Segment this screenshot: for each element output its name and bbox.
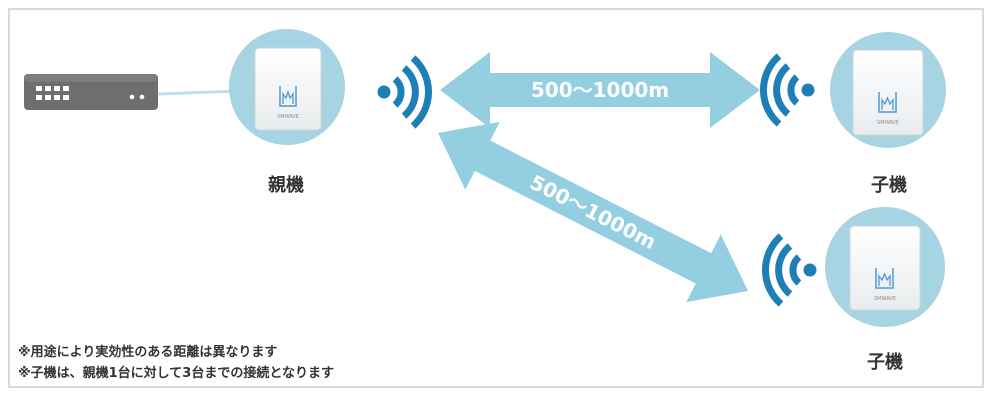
device-brand-text: SMWAVE bbox=[277, 114, 299, 120]
wifi-signal-child-top-icon bbox=[763, 56, 814, 124]
svg-text:SMWAVE: SMWAVE bbox=[877, 120, 899, 126]
wifi-signal-child-bottom-icon bbox=[765, 236, 816, 304]
network-cable bbox=[157, 89, 239, 96]
parent-unit-label: 親機 bbox=[268, 175, 304, 196]
note-connection-limit: ※子機は、親機1台に対して3台までの接続となります bbox=[18, 366, 334, 381]
note-distance: ※用途により実効性のある距離は異なります bbox=[18, 345, 278, 360]
distance-arrow-top bbox=[440, 52, 760, 128]
network-switch-icon bbox=[24, 74, 158, 110]
distance-label-diagonal: 500～1000m bbox=[526, 170, 660, 254]
child-unit-top-label: 子機 bbox=[871, 175, 907, 196]
child-bottom-ap-device-icon: SMWAVE bbox=[849, 225, 921, 311]
wifi-signal-parent-icon bbox=[378, 58, 429, 126]
distance-arrow-diagonal: 500～1000m bbox=[437, 121, 749, 303]
distance-label-top: 500～1000m bbox=[531, 78, 669, 102]
svg-text:SMWAVE: SMWAVE bbox=[874, 296, 896, 302]
parent-ap-device-icon: SMWAVE bbox=[254, 47, 322, 131]
child-top-ap-device-icon: SMWAVE bbox=[852, 49, 924, 136]
child-unit-bottom-label: 子機 bbox=[867, 352, 903, 373]
diagram-frame bbox=[8, 8, 984, 388]
